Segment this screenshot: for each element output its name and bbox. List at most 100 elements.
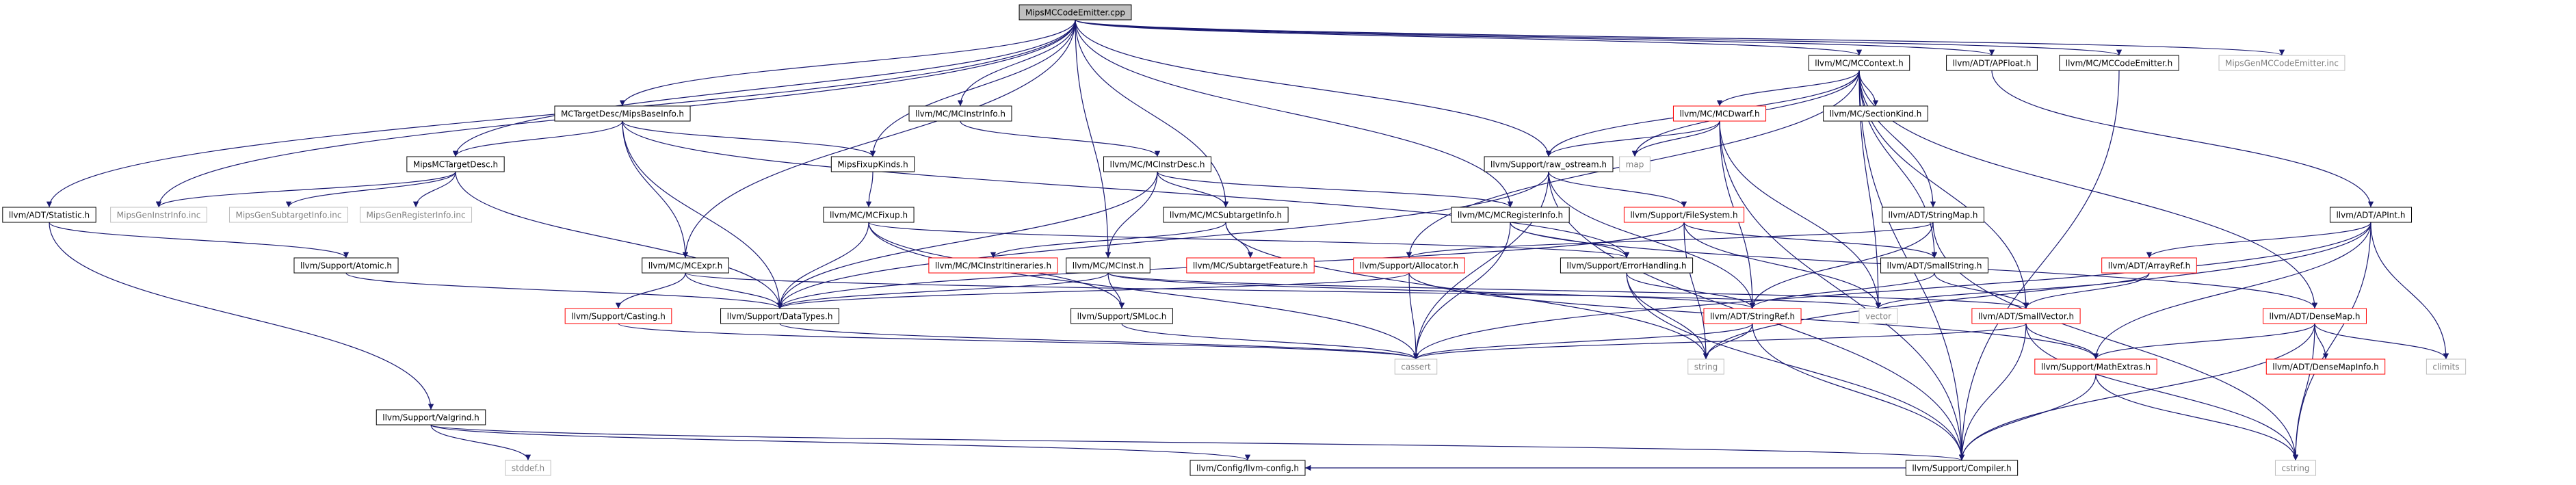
node-box	[1451, 207, 1570, 223]
node-box	[1687, 358, 1724, 375]
edge-mcsubtargetinfo-to-string	[1225, 222, 1709, 360]
node-mcregisterinfo[interactable]: llvm/MC/MCRegisterInfo.h	[1451, 207, 1570, 223]
node-mcinstrdesc[interactable]: llvm/MC/MCInstrDesc.h	[1103, 156, 1211, 172]
node-datatypes[interactable]: llvm/Support/DataTypes.h	[720, 308, 839, 324]
node-label: llvm/MC/MCCodeEmitter.h	[2066, 59, 2172, 68]
node-box	[2218, 55, 2345, 71]
edge-mcinstrdesc-to-datatypes	[776, 171, 1158, 309]
node-climits: climits	[2426, 358, 2467, 375]
node-mcsubtargetinfo[interactable]: llvm/MC/MCSubtargetInfo.h	[1163, 207, 1289, 223]
node-box	[1163, 207, 1289, 223]
node-label: MipsFixupKinds.h	[837, 160, 908, 170]
node-box	[1190, 460, 1306, 476]
edge-mcexpr-to-datatypes	[685, 272, 783, 309]
node-mcexpr[interactable]: llvm/MC/MCExpr.h	[642, 257, 729, 274]
edge-mipsfixupkinds-to-mcfixup	[865, 171, 873, 208]
node-rawostream[interactable]: llvm/Support/raw_ostream.h	[1484, 156, 1614, 172]
edge-root-to-mccodeemitter	[1075, 19, 2122, 56]
node-mipsfixupkinds[interactable]: MipsFixupKinds.h	[830, 156, 915, 172]
node-label: MipsGenInstrInfo.inc	[117, 211, 201, 220]
node-label: cstring	[2281, 464, 2309, 473]
edge-mipsmctargetdesc-to-mipsgensubtarget	[285, 171, 456, 208]
node-box	[359, 207, 473, 223]
edge-mcexpr-to-casting	[615, 272, 686, 309]
node-subtargetfeature[interactable]: llvm/MC/SubtargetFeature.h	[1186, 257, 1315, 274]
node-apfloat[interactable]: llvm/ADT/APFloat.h	[1946, 55, 2038, 71]
node-mcinstritineraries[interactable]: llvm/MC/MCInstrItineraries.h	[928, 257, 1058, 274]
edge-smallvector-to-cassert	[1413, 323, 2027, 360]
node-smloc[interactable]: llvm/Support/SMLoc.h	[1070, 308, 1173, 324]
node-casting[interactable]: llvm/Support/Casting.h	[564, 308, 672, 324]
node-label: llvm/Support/Allocator.h	[1360, 261, 1458, 271]
node-layer: MipsMCCodeEmitter.cpp llvm/MC/MCContext.h…	[2, 4, 2467, 476]
node-box	[2034, 358, 2157, 375]
node-densemapinfo[interactable]: llvm/ADT/DenseMapInfo.h	[2265, 358, 2386, 375]
edge-apfloat-to-apint	[1991, 70, 2374, 208]
node-smallstring[interactable]: llvm/ADT/SmallString.h	[1880, 257, 1988, 274]
edge-errorhandling-to-string	[1626, 272, 1709, 360]
node-box	[1905, 460, 2019, 476]
edge-valgrind-to-compiler	[430, 424, 1964, 461]
node-root[interactable]: MipsMCCodeEmitter.cpp	[1018, 4, 1132, 21]
node-smallvector[interactable]: llvm/ADT/SmallVector.h	[1971, 308, 2081, 324]
node-mcdwarf[interactable]: llvm/MC/MCDwarf.h	[1672, 105, 1767, 122]
node-label: llvm/MC/MCInstrDesc.h	[1110, 160, 1205, 170]
node-mipsmctargetdesc[interactable]: MipsMCTargetDesc.h	[406, 156, 505, 172]
node-statistic[interactable]: llvm/ADT/Statistic.h	[2, 207, 96, 223]
node-stringmap[interactable]: llvm/ADT/StringMap.h	[1882, 207, 1984, 223]
node-label: llvm/Support/SMLoc.h	[1077, 312, 1167, 322]
edge-datatypes-to-cassert	[779, 323, 1419, 360]
edge-root-to-mcexpr	[682, 19, 1076, 259]
edge-root-to-mipsgenemitter	[1075, 19, 2285, 56]
node-mcinst[interactable]: llvm/MC/MCInst.h	[1066, 257, 1151, 274]
node-allocator[interactable]: llvm/Support/Allocator.h	[1353, 257, 1465, 274]
node-apint[interactable]: llvm/ADT/APInt.h	[2329, 207, 2413, 223]
node-box	[376, 409, 486, 425]
node-mathextras[interactable]: llvm/Support/MathExtras.h	[2034, 358, 2157, 375]
edge-mcfixup-to-errorhandling	[868, 222, 1629, 259]
edge-mipsmctargetdesc-to-mipsgeninstrinfo	[155, 171, 456, 208]
node-label: llvm/Support/FileSystem.h	[1630, 211, 1737, 220]
node-box	[293, 257, 399, 274]
node-mcfixup[interactable]: llvm/MC/MCFixup.h	[823, 207, 915, 223]
edge-root-to-mipsfixupkinds	[869, 19, 1076, 157]
node-box	[2, 207, 96, 223]
edge-mcsubtargetinfo-to-mcinstritineraries	[990, 222, 1226, 259]
edge-mipsmctargetdesc-to-datatypes	[455, 171, 783, 309]
node-box	[1971, 308, 2081, 324]
edge-mccontext-to-stringmap	[1858, 70, 1936, 208]
node-label: llvm/ADT/APInt.h	[2336, 211, 2405, 220]
node-box	[228, 207, 349, 223]
node-filesystem[interactable]: llvm/Support/FileSystem.h	[1623, 207, 1745, 223]
node-cassert: cassert	[1394, 358, 1438, 375]
edge-mcexpr-to-vector	[685, 272, 1881, 309]
node-box	[1882, 207, 1984, 223]
edge-rawostream-to-filesystem	[1548, 171, 1687, 208]
node-mctargetdesc_base[interactable]: MCTargetDesc/MipsBaseInfo.h	[554, 105, 691, 122]
node-box	[1619, 156, 1651, 172]
node-stringref[interactable]: llvm/ADT/StringRef.h	[1703, 308, 1802, 324]
edge-mcdwarf-to-map	[1631, 120, 1720, 157]
node-box	[642, 257, 729, 274]
node-densemap[interactable]: llvm/ADT/DenseMap.h	[2263, 308, 2367, 324]
edge-smallvector-to-compiler	[1958, 323, 2027, 461]
edge-mcinst-to-datatypes	[776, 272, 1109, 309]
node-llvmconfig[interactable]: llvm/Config/llvm-config.h	[1190, 460, 1306, 476]
edge-stringref-to-cassert	[1412, 323, 1753, 360]
node-label: llvm/Support/Atomic.h	[300, 261, 392, 271]
node-sectionkind[interactable]: llvm/MC/SectionKind.h	[1823, 105, 1928, 122]
node-arrayref[interactable]: llvm/ADT/ArrayRef.h	[2101, 257, 2197, 274]
node-mccontext[interactable]: llvm/MC/MCContext.h	[1808, 55, 1910, 71]
node-compiler[interactable]: llvm/Support/Compiler.h	[1905, 460, 2019, 476]
edge-mccontext-to-mcdwarf	[1716, 70, 1860, 107]
node-box	[1186, 257, 1315, 274]
node-mccodeemitter[interactable]: llvm/MC/MCCodeEmitter.h	[2059, 55, 2179, 71]
edge-mathextras-to-compiler	[1958, 373, 2097, 461]
node-mcinstrinfo[interactable]: llvm/MC/MCInstrInfo.h	[908, 105, 1012, 122]
node-label: llvm/MC/SectionKind.h	[1830, 109, 1922, 119]
node-label: string	[1694, 363, 1718, 372]
node-atomic[interactable]: llvm/Support/Atomic.h	[293, 257, 399, 274]
node-valgrind[interactable]: llvm/Support/Valgrind.h	[376, 409, 486, 425]
node-mipsgensubtarget: MipsGenSubtargetInfo.inc	[228, 207, 349, 223]
node-errorhandling[interactable]: llvm/Support/ErrorHandling.h	[1560, 257, 1694, 274]
